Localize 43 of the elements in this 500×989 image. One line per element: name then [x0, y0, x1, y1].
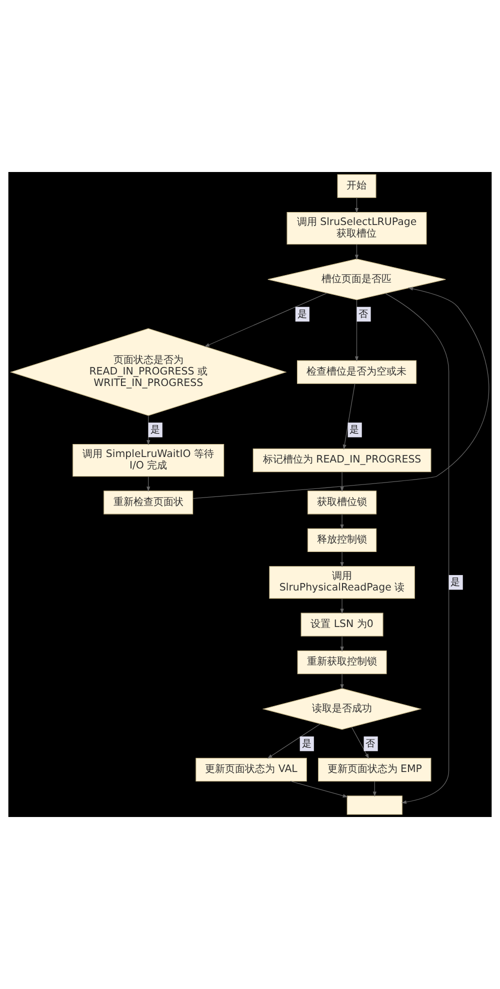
- arrow: [340, 674, 344, 690]
- edge-label: 是: [297, 308, 308, 320]
- arrow: [192, 287, 490, 499]
- arrow: [342, 383, 356, 450]
- node-box: 更新页面状态为 EMP: [318, 758, 432, 782]
- edge-label: 否: [366, 738, 376, 750]
- arrow: [146, 415, 150, 446]
- arrow: [354, 197, 359, 214]
- edge-label: 是: [450, 576, 461, 588]
- node-box: 重新获取控制锁: [297, 650, 387, 674]
- node-box: 获取槽位锁: [308, 490, 377, 514]
- node-box: 开始: [337, 174, 376, 198]
- arrow: [290, 780, 348, 798]
- node-box: 释放控制锁: [308, 528, 377, 552]
- edge-label: 否: [358, 308, 369, 320]
- node-box: [346, 796, 402, 815]
- arrow: [340, 636, 344, 652]
- arrow: [384, 293, 450, 804]
- arrow: [204, 292, 328, 347]
- node-diamond: 页面状态是否为 READ_IN_PROGRESS 或 WRITE_IN_PROGRESS: [10, 328, 287, 416]
- node-diamond: 读取是否成功: [262, 688, 422, 730]
- arrow: [351, 726, 370, 759]
- node-box: 调用 SimpleLruWaitIO 等待 I/O 完成: [72, 444, 224, 477]
- node-box: 更新页面状态为 VAL: [196, 758, 307, 782]
- arrow: [354, 300, 359, 362]
- arrow: [146, 476, 150, 492]
- edge-label: 是: [350, 424, 360, 436]
- arrow: [267, 724, 321, 759]
- node-box: 调用 SlruSelectLRUPage 获取槽位: [286, 212, 427, 245]
- arrow: [372, 781, 376, 797]
- node-box: 重新检查页面状: [104, 490, 194, 514]
- arrow: [340, 551, 344, 568]
- arrow: [354, 244, 359, 260]
- arrow: [340, 514, 344, 530]
- node-box: 设置 LSN 为0: [300, 612, 384, 636]
- node-diamond: 槽位页面是否匹: [268, 258, 446, 300]
- edge-label: 是: [150, 424, 160, 436]
- arrow: [340, 598, 344, 614]
- node-box: 标记槽位为 READ_IN_PROGRESS: [252, 448, 432, 472]
- node-box: 调用 SlruPhysicalReadPage 读: [269, 566, 415, 599]
- arrow: [340, 472, 344, 492]
- edge-label: 是: [302, 738, 312, 750]
- node-box: 检查槽位是否为空或未: [296, 360, 416, 384]
